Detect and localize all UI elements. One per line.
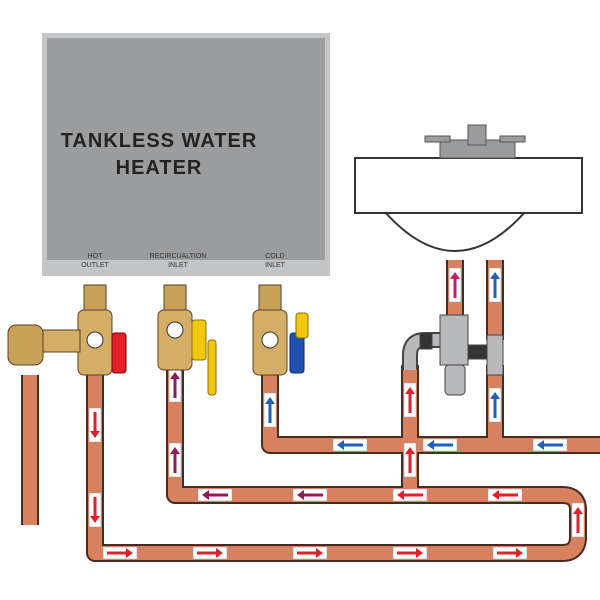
pipes [21,260,600,562]
cold-inlet-valve [252,284,309,376]
recirculation-inlet-label: RECIRCUALTION [150,253,207,260]
tankless-water-heater: TANKLESS WATER HEATER HOT OUTLET RECIRCU… [42,33,330,276]
faucet-icon [424,124,526,159]
hot-outlet-label: HOT [88,253,104,260]
heater-title-line1: TANKLESS WATER [61,130,258,152]
cold-inlet-label-2: INLET [265,262,286,269]
hot-outlet-valve [7,284,127,376]
recirculation-inlet-valve [157,284,217,396]
pressure-relief-valve [7,324,81,366]
recirculation-inlet-label-2: INLET [168,262,189,269]
heater-title-line2: HEATER [116,157,203,179]
cold-inlet-label: COLD [265,253,284,260]
thermostatic-mixing-valve [402,314,504,396]
hot-outlet-label-2: OUTLET [81,262,109,269]
sink [354,124,583,252]
